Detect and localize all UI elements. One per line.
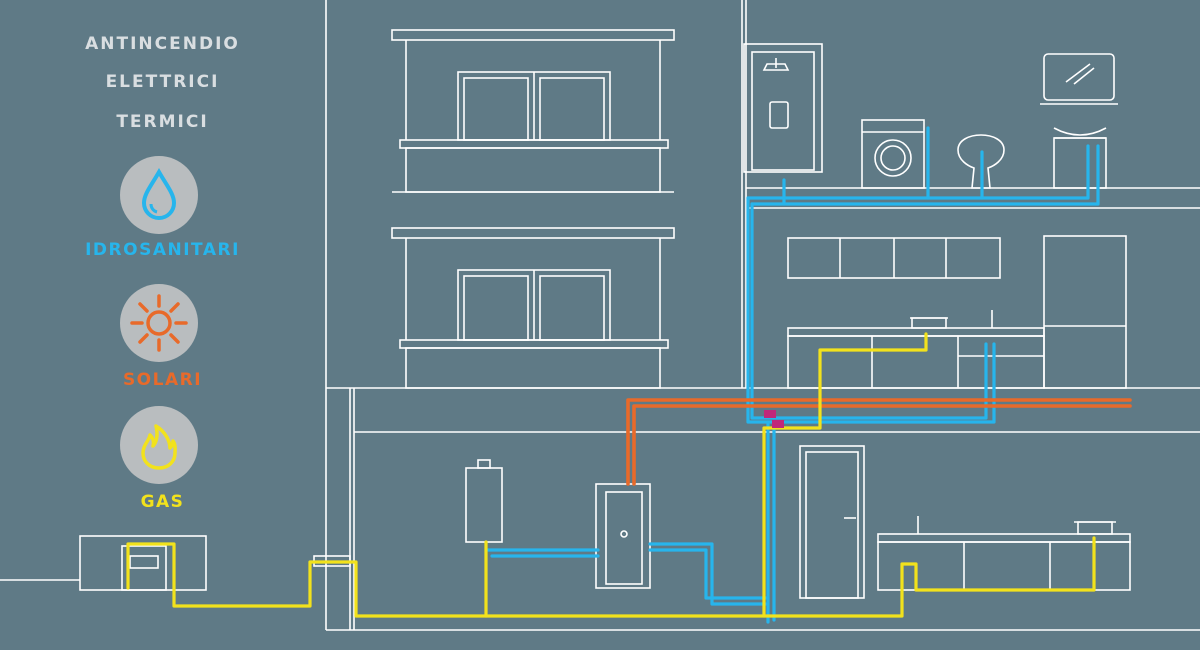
menu-item-termici[interactable]: TERMICI (116, 112, 209, 132)
gas-pipes (126, 332, 1096, 618)
bathroom (743, 43, 1118, 189)
kitchen-upper (787, 235, 1127, 389)
gas-button[interactable] (120, 406, 198, 484)
idrosanitari-button[interactable] (120, 156, 198, 234)
valves (764, 410, 784, 428)
balcony-lower (391, 227, 675, 389)
menu-item-elettrici[interactable]: ELETTRICI (105, 72, 220, 92)
idrosanitari-label[interactable]: IDROSANITARI (85, 240, 240, 260)
flame-icon (141, 424, 177, 470)
solar-hot-pipes (626, 398, 1132, 486)
solari-label[interactable]: SOLARI (122, 370, 203, 390)
sun-icon (130, 294, 188, 352)
gas-label[interactable]: GAS (140, 492, 185, 512)
solari-button[interactable] (120, 284, 198, 362)
building-outline (0, 0, 1200, 631)
water-pipes (484, 126, 1100, 624)
menu-item-antincendio[interactable]: ANTINCENDIO (85, 34, 240, 54)
balcony-upper (391, 29, 675, 193)
water-drop-icon (141, 167, 177, 220)
ground-floor (79, 445, 1131, 599)
